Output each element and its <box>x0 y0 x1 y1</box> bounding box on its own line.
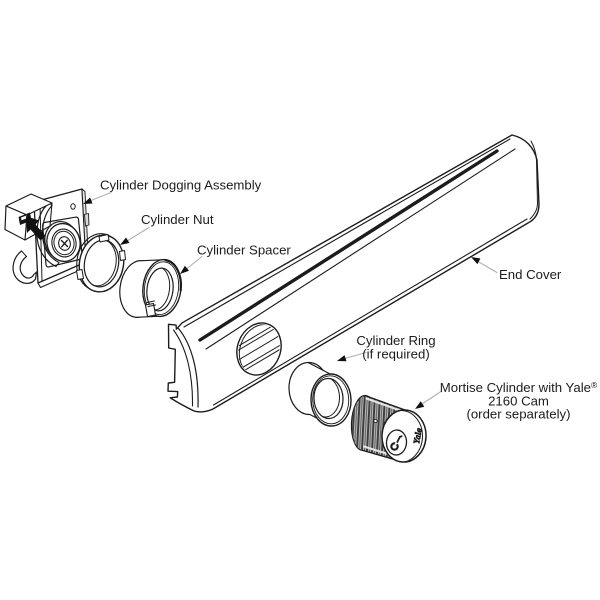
cylinder-ring-drawing <box>288 361 352 427</box>
cylinder-spacer-drawing <box>119 258 183 318</box>
label-mortise-line3: (order separately) <box>466 407 570 422</box>
label-cylinder-nut: Cylinder Nut <box>141 212 214 227</box>
spacer-rim-thick-arc <box>164 259 183 292</box>
label-end-cover: End Cover <box>499 267 562 282</box>
end-cover-right-end-face <box>529 140 538 220</box>
nut-tab-left <box>76 269 84 280</box>
end-cover-drawing <box>167 134 540 413</box>
leader-dogging-assembly <box>83 191 112 204</box>
label-cylinder-ring-line2: (if required) <box>362 347 429 362</box>
dogging-spring-outer <box>36 203 57 268</box>
ring-rim-inner-edge <box>312 375 350 425</box>
label-cylinder-ring-line1: Cylinder Ring <box>356 333 435 348</box>
mortise-body-knurling <box>351 394 404 461</box>
end-cover-cylinder-hole <box>236 322 282 376</box>
end-cover-bottom-edge-inner <box>212 218 528 406</box>
dogging-direction-arrow <box>26 216 46 241</box>
dogging-screw-cross <box>60 239 69 248</box>
label-cylinder-dogging-assembly: Cylinder Dogging Assembly <box>100 178 262 193</box>
mortise-keyway <box>385 429 408 456</box>
mortise-cylinder-drawing: Yale <box>350 394 427 463</box>
end-cover-top-edge-inner <box>183 138 511 328</box>
dogging-slot-mark <box>21 215 27 221</box>
dogging-hook-inner <box>19 255 35 279</box>
leader-cylinder-nut <box>120 226 150 245</box>
leader-arrowhead <box>180 265 189 274</box>
spacer-notch-lines <box>146 300 156 307</box>
cylinder-face-brand: Yale <box>412 427 424 445</box>
dogging-side-tab <box>84 213 90 227</box>
leader-arrowhead <box>415 401 425 409</box>
leader-mortise-cylinder <box>415 390 442 409</box>
leader-arrowhead <box>337 355 347 362</box>
leader-cylinder-ring <box>337 351 367 362</box>
leader-arrowhead <box>471 257 481 265</box>
dogging-plate-bend-line <box>39 204 43 282</box>
leader-end-cover <box>471 257 498 274</box>
ring-front-rim <box>310 373 352 427</box>
label-cylinder-spacer: Cylinder Spacer <box>197 243 291 258</box>
dogging-box-side <box>24 202 53 241</box>
end-cover-dark-stripe <box>198 149 499 342</box>
leader-lines <box>83 191 498 409</box>
nut-tab-right <box>119 250 126 261</box>
labels: Cylinder Dogging Assembly Cylinder Nut C… <box>100 178 598 422</box>
label-mortise-line2: 2160 Cam <box>488 394 549 409</box>
leader-arrowhead <box>83 197 93 204</box>
end-cover-left-curl-outer <box>177 327 199 408</box>
dogging-hook-outer <box>12 250 38 284</box>
leader-cylinder-spacer <box>180 255 203 274</box>
leader-arrowhead <box>120 237 130 245</box>
spacer-rim-inner-edge <box>143 261 180 316</box>
mortise-body-pin <box>373 418 378 423</box>
end-cover-face-break-line <box>205 148 516 350</box>
dogging-plate-hole <box>70 203 76 210</box>
key-icon <box>390 435 403 451</box>
end-cover-left-curl-inner <box>172 329 194 407</box>
cylinder-nut-drawing <box>76 233 126 293</box>
ring-bore <box>313 377 344 420</box>
label-mortise-line1: Mortise Cylinder with Yale® <box>440 380 598 395</box>
nut-tab-top <box>98 234 110 243</box>
dogging-spring-inner <box>41 204 60 264</box>
